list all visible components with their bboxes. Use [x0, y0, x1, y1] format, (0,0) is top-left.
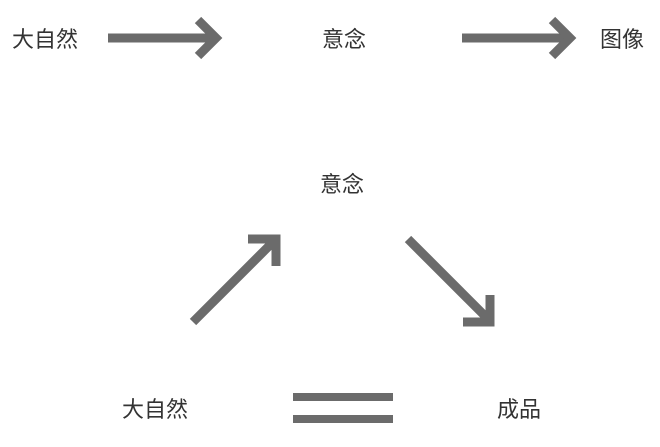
- arrow-idea-to-image: [462, 16, 577, 60]
- triangle-product-label: 成品: [497, 398, 542, 423]
- top-idea-label: 意念: [322, 28, 367, 53]
- arrow-nature-up-to-idea: [189, 234, 281, 326]
- triangle-nature-label: 大自然: [122, 398, 189, 423]
- equals-sign: [293, 393, 393, 423]
- top-image-label: 图像: [600, 28, 645, 53]
- top-nature-label: 大自然: [12, 28, 79, 53]
- triangle-apex-idea-label: 意念: [320, 173, 365, 198]
- arrow-idea-down-to-product: [404, 235, 495, 327]
- arrow-nature-to-idea: [108, 16, 223, 60]
